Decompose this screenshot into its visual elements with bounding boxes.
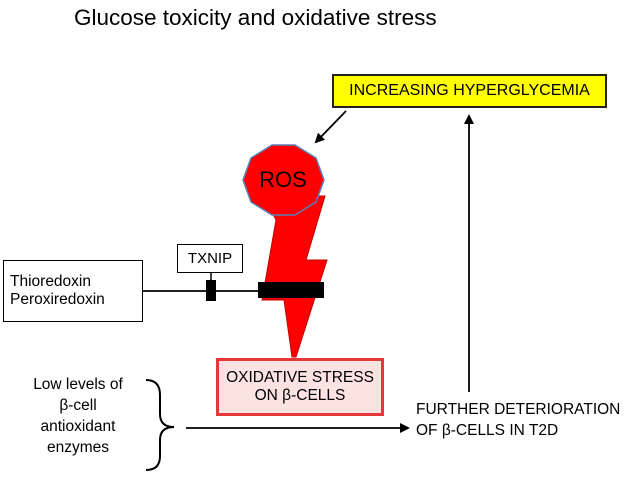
low-levels-line-1: Low levels of	[33, 376, 123, 393]
diagram-title: Glucose toxicity and oxidative stress	[74, 5, 437, 30]
low-levels-line-2: β-cell	[59, 396, 97, 414]
inhibition-bar	[258, 282, 324, 298]
thioredoxin-box: Thioredoxin Peroxiredoxin	[3, 260, 143, 322]
further-deterioration-line-1: FURTHER DETERIORATION	[416, 401, 621, 418]
oxidative-stress-box: OXIDATIVE STRESS ON β-CELLS	[216, 358, 384, 416]
low-levels-line-3: antioxidant	[40, 417, 116, 435]
txnip-label: TXNIP	[187, 250, 233, 267]
ros-octagon-icon	[242, 144, 325, 216]
oxidative-stress-line-2: ON β-CELLS	[254, 387, 346, 404]
hyperglycemia-box: INCREASING HYPERGLYCEMIA	[332, 74, 607, 108]
low-levels-line-4: enzymes	[46, 438, 110, 456]
further-deterioration-text: FURTHER DETERIORATION OF β-CELLS IN T2D	[416, 400, 620, 442]
thioredoxin-label: Thioredoxin	[10, 273, 91, 290]
ros-label: ROS	[259, 167, 307, 192]
arrow-hyperglycemia-to-ros	[314, 110, 347, 144]
curly-brace-icon	[145, 379, 175, 471]
lightning-bolt-icon	[261, 195, 328, 358]
txnip-box: TXNIP	[177, 244, 243, 273]
further-deterioration-line-2: OF β-CELLS IN T2D	[416, 421, 559, 439]
txnip-marker	[206, 280, 216, 301]
peroxiredoxin-label: Peroxiredoxin	[10, 291, 105, 308]
ros-label-container: ROS	[246, 152, 320, 208]
hyperglycemia-label: INCREASING HYPERGLYCEMIA	[349, 82, 590, 99]
low-antioxidant-text: Low levels of β-cell antioxidant enzymes	[12, 375, 144, 459]
oxidative-stress-line-1: OXIDATIVE STRESS	[226, 369, 374, 386]
